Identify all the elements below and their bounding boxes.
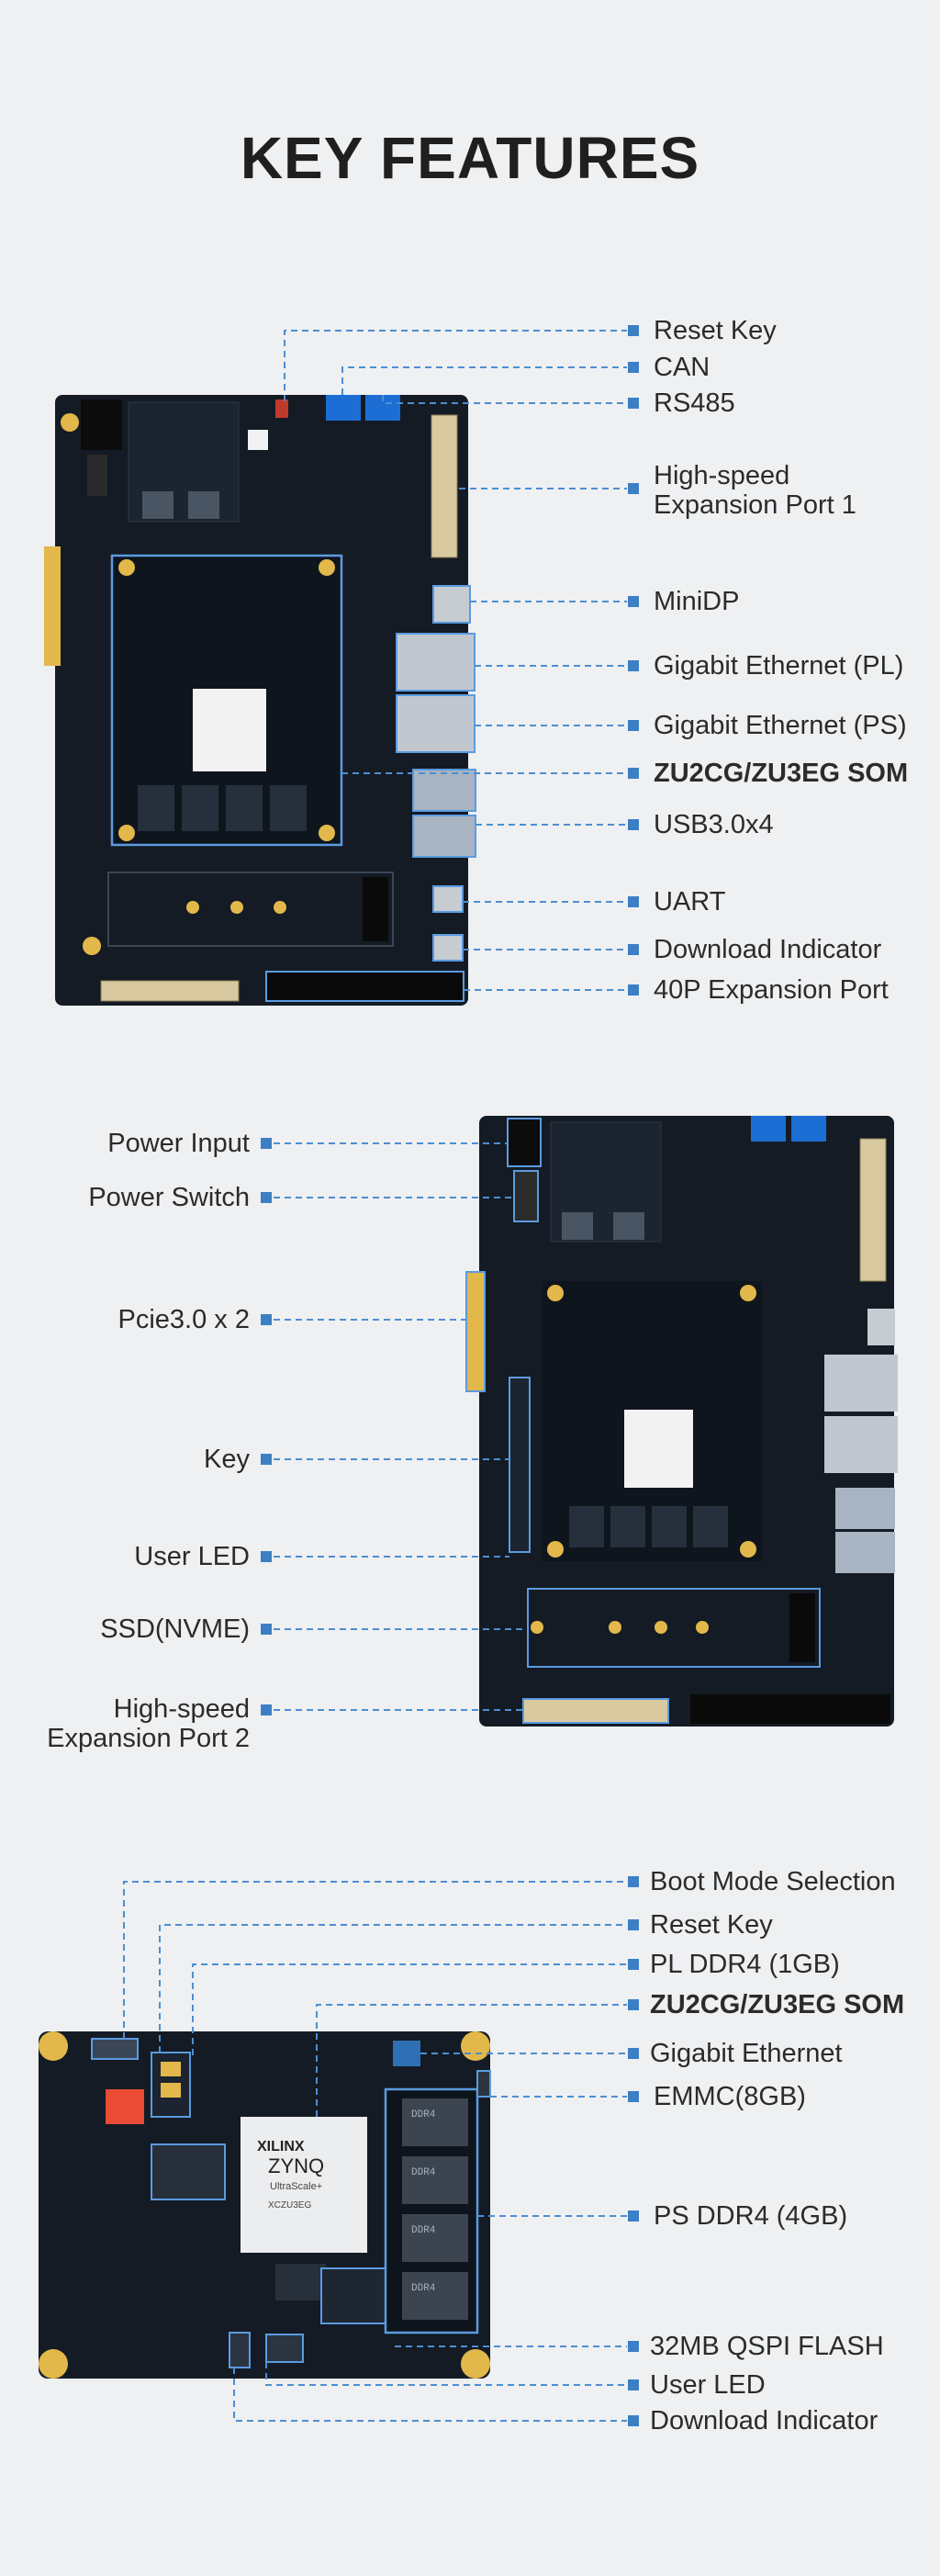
bullet: [261, 1138, 272, 1149]
bullet: [628, 896, 639, 907]
label-som-model: ZU2CG/ZU3EG SOM: [650, 1990, 905, 2019]
bullet: [261, 1314, 272, 1325]
bullet: [628, 819, 639, 830]
carrier-board-top-leaders: [284, 330, 627, 991]
bullet: [628, 398, 639, 409]
bullet: [628, 1919, 639, 1930]
label-high-speed-expansion-port-1: High-speed Expansion Port 1: [654, 461, 856, 520]
bullet: [628, 2341, 639, 2352]
page-title: KEY FEATURES: [240, 125, 700, 191]
bullet: [261, 1551, 272, 1562]
label-ps-ddr4: PS DDR4 (4GB): [654, 2201, 848, 2231]
label-emmc: EMMC(8GB): [654, 2082, 806, 2111]
dram-text-1: DDR4: [411, 2109, 436, 2120]
label-power-input: Power Input: [107, 1129, 250, 1158]
bullet: [628, 2091, 639, 2102]
label-som: ZU2CG/ZU3EG SOM: [654, 759, 909, 788]
label-line: High-speed: [654, 461, 790, 490]
bullet: [628, 362, 639, 373]
label-reset-key: Reset Key: [654, 316, 777, 345]
label-line: Expansion Port 1: [654, 490, 856, 520]
chip-brand-text: XILINX: [257, 2139, 305, 2154]
label-power-switch: Power Switch: [88, 1183, 250, 1212]
carrier-board-top: [44, 395, 476, 1006]
pcie-fingers: [44, 546, 61, 666]
label-pl-ddr4: PL DDR4 (1GB): [650, 1950, 840, 1979]
label-qspi-flash: 32MB QSPI FLASH: [650, 2332, 884, 2361]
label-som-reset-key: Reset Key: [650, 1910, 773, 1940]
label-download-indicator: Download Indicator: [654, 935, 882, 964]
chip-series-text: UltraScale+: [270, 2181, 322, 2192]
label-uart: UART: [654, 887, 726, 917]
som-board: XILINX ZYNQ UltraScale+ XCZU3EG DDR4 DDR…: [39, 2031, 491, 2379]
bullet: [628, 660, 639, 671]
label-line: High-speed: [113, 1694, 250, 1724]
bullet: [628, 2415, 639, 2426]
dram-text-3: DDR4: [411, 2225, 436, 2236]
bullet: [628, 325, 639, 336]
bullet: [628, 984, 639, 996]
bullet: [628, 2048, 639, 2059]
label-can: CAN: [654, 353, 711, 382]
bullet: [628, 483, 639, 494]
bullet: [628, 1876, 639, 1887]
label-gigabit-ethernet-ps: Gigabit Ethernet (PS): [654, 711, 907, 740]
label-high-speed-expansion-port-2: High-speed Expansion Port 2: [47, 1694, 250, 1753]
bullet: [628, 596, 639, 607]
bullet: [261, 1624, 272, 1635]
label-line: Expansion Port 2: [47, 1724, 250, 1753]
label-som-user-led: User LED: [650, 2370, 766, 2400]
label-som-download-indicator: Download Indicator: [650, 2406, 878, 2435]
label-usb: USB3.0x4: [654, 810, 774, 839]
bullet: [628, 2379, 639, 2390]
label-key: Key: [204, 1445, 250, 1474]
label-rs485: RS485: [654, 388, 735, 418]
bullet: [628, 2210, 639, 2222]
label-40p-expansion-port: 40P Expansion Port: [654, 975, 889, 1005]
bullet: [261, 1704, 272, 1715]
chip-part-text: XCZU3EG: [268, 2200, 311, 2210]
bullet: [628, 944, 639, 955]
bullet: [261, 1192, 272, 1203]
carrier-board-side-leaders: [274, 1142, 528, 1711]
label-boot-mode: Boot Mode Selection: [650, 1867, 896, 1896]
chip-family-text: ZYNQ: [268, 2154, 324, 2177]
bullet: [628, 720, 639, 731]
bullet: [628, 1999, 639, 2010]
dram-text-4: DDR4: [411, 2283, 436, 2294]
label-pcie: Pcie3.0 x 2: [118, 1305, 250, 1334]
bullet: [628, 768, 639, 779]
label-minidp: MiniDP: [654, 587, 740, 616]
label-ssd: SSD(NVME): [100, 1614, 250, 1644]
bullet: [261, 1454, 272, 1465]
label-som-gigabit-ethernet: Gigabit Ethernet: [650, 2039, 843, 2068]
bullet: [628, 1959, 639, 1970]
label-user-led: User LED: [134, 1542, 250, 1571]
som-board-leaders: [123, 1881, 627, 2422]
carrier-board-side: [465, 1116, 898, 1727]
label-gigabit-ethernet-pl: Gigabit Ethernet (PL): [654, 651, 904, 681]
dram-text-2: DDR4: [411, 2167, 436, 2178]
